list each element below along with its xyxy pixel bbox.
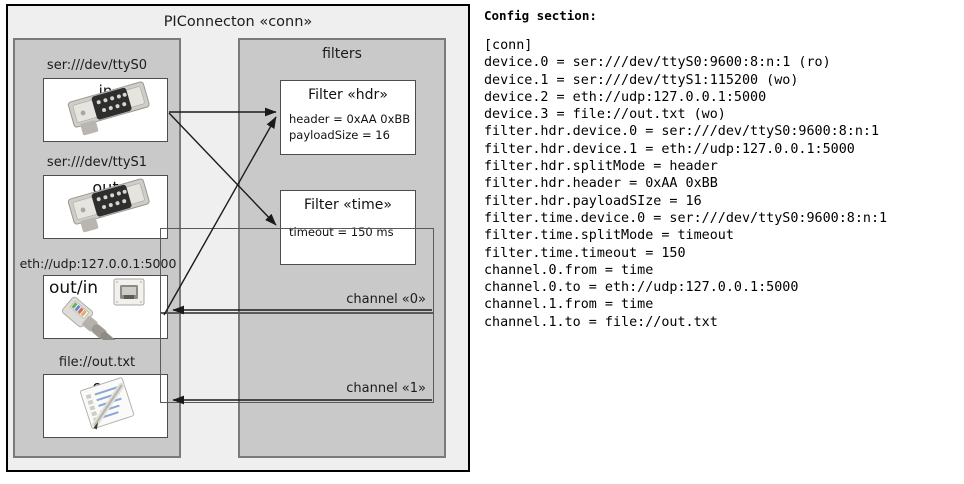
device-tile-file[interactable]: out	[43, 374, 168, 438]
ethernet-plug-icon	[61, 278, 145, 340]
config-line: channel.0.to = eth://udp:127.0.0.1:5000	[484, 280, 799, 296]
serial-port-icon	[67, 178, 150, 233]
config-line: device.1 = ser:///dev/ttyS1:115200 (wo)	[484, 72, 799, 88]
filter-box-time[interactable]: Filter «time» timeout = 150 ms	[280, 190, 416, 265]
channel-label-0: channel «0»	[346, 292, 426, 307]
filter-box-hdr[interactable]: Filter «hdr» header = 0xAA 0xBB payloadS…	[280, 80, 416, 155]
config-line: filter.time.splitMode = timeout	[484, 228, 734, 244]
device-caption-file: file://out.txt	[58, 355, 136, 370]
config-line: channel.1.from = time	[484, 297, 654, 313]
config-line: filter.hdr.device.0 = ser:///dev/ttyS0:9…	[484, 124, 880, 140]
notepad-pen-icon	[80, 377, 135, 430]
config-line: filter.hdr.splitMode = header	[484, 159, 718, 175]
serial-port-icon	[67, 81, 150, 136]
config-line: [conn]	[484, 38, 533, 53]
device-tile-ttyS0[interactable]: in	[43, 78, 168, 142]
device-tile-eth[interactable]: out/in	[43, 275, 168, 340]
config-section: Config section: [conn] device.0 = ser:///…	[482, 8, 960, 478]
config-line: channel.1.to = file://out.txt	[484, 314, 718, 330]
config-line: device.2 = eth://udp:127.0.0.1:5000	[484, 89, 767, 105]
page-title: PIConnecton «conn»	[163, 14, 313, 30]
channel-region-0	[160, 228, 434, 313]
config-heading: Config section:	[484, 8, 597, 23]
config-line: device.3 = file://out.txt (wo)	[484, 107, 726, 123]
device-caption-eth: eth://udp:127.0.0.1:5000	[19, 256, 177, 271]
config-line: filter.time.device.0 = ser:///dev/ttyS0:…	[484, 210, 888, 226]
device-caption-ttyS1: ser:///dev/ttyS1	[46, 155, 148, 170]
filter-title: Filter «hdr»	[308, 87, 388, 103]
config-line: filter.hdr.device.1 = eth://udp:127.0.0.…	[484, 141, 855, 157]
filters-panel-title: filters	[322, 46, 362, 62]
filter-title: Filter «time»	[304, 197, 392, 213]
device-tile-ttyS1[interactable]: out	[43, 175, 168, 239]
filter-attr: header = 0xAA 0xBB	[289, 112, 411, 126]
device-tile-label: out/in	[49, 278, 99, 298]
config-line: filter.time.timeout = 150	[484, 245, 686, 261]
config-line: channel.0.from = time	[484, 262, 654, 278]
channel-label-1: channel «1»	[346, 381, 426, 396]
filter-attr: payloadSize = 16	[289, 128, 390, 142]
channel-region-1	[160, 313, 434, 403]
config-lines: [conn] device.0 = ser:///dev/ttyS0:9600:8…	[484, 37, 960, 331]
config-line: filter.hdr.payloadSIze = 16	[484, 193, 702, 209]
device-caption-ttyS0: ser:///dev/ttyS0	[46, 58, 148, 73]
config-line: device.0 = ser:///dev/ttyS0:9600:8:n:1 (…	[484, 55, 831, 71]
config-line: filter.hdr.header = 0xAA 0xBB	[484, 176, 718, 192]
